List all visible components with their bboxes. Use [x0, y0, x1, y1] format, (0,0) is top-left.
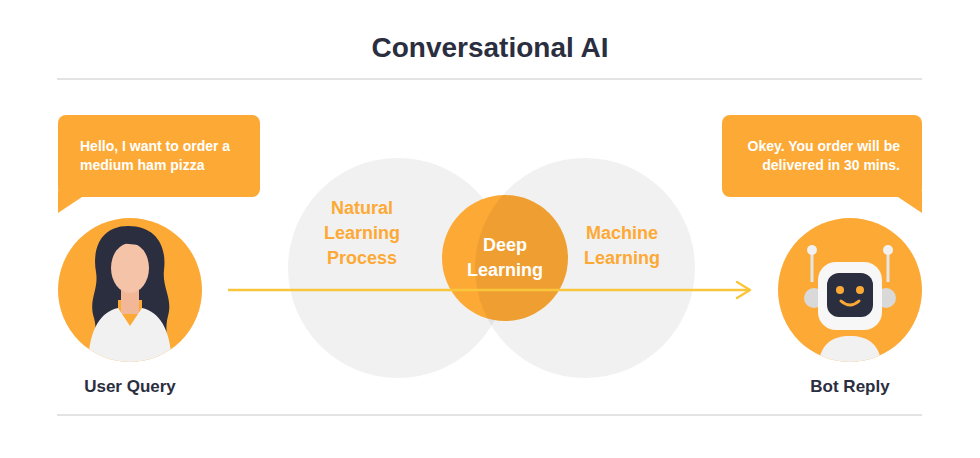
- bubble-shape: [58, 115, 260, 197]
- concept-label: Machine Learning: [567, 221, 677, 271]
- flow-arrow: [228, 289, 750, 292]
- speech-bubble: Hello, I want to order a medium ham pizz…: [58, 115, 260, 197]
- speech-bubble: Okey. You order will be delivered in 30 …: [722, 115, 922, 197]
- avatar-label: User Query: [84, 376, 176, 398]
- bubble-body: [722, 115, 922, 197]
- avatar-label: Bot Reply: [810, 376, 889, 398]
- bubble-tail: [898, 191, 922, 213]
- concept-label: Deep Learning: [450, 233, 560, 283]
- top-rule: [57, 78, 922, 80]
- concept-label: Natural Learning Process: [301, 196, 423, 271]
- bubble-shape: [722, 115, 922, 197]
- user-figure: [88, 226, 172, 370]
- diagram-title: Conversational AI: [0, 31, 980, 65]
- bottom-rule: [57, 414, 922, 416]
- bubble-text: Okey. You order will be delivered in 30 …: [732, 137, 900, 175]
- bot-figure: [804, 245, 896, 372]
- circle-fill: [475, 158, 695, 378]
- shirt: [88, 308, 172, 370]
- fringe: [112, 234, 150, 246]
- face: [111, 243, 149, 293]
- bubble-body: [58, 115, 260, 197]
- bubble-tail: [58, 191, 82, 213]
- bubble-text: Hello, I want to order a medium ham pizz…: [80, 137, 250, 175]
